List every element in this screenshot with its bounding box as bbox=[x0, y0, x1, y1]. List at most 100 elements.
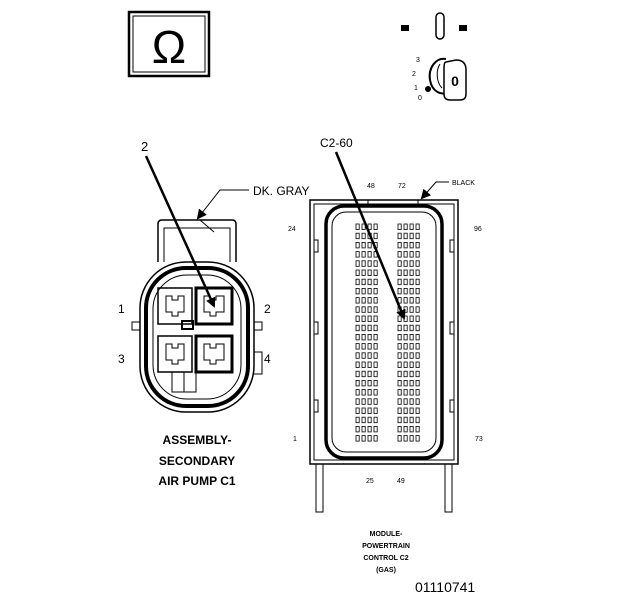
terminal-cavity bbox=[415, 287, 420, 295]
c1-color-label: DK. GRAY bbox=[253, 184, 309, 198]
terminal-cavity bbox=[361, 425, 366, 433]
terminal-cavity bbox=[409, 297, 414, 304]
terminal-cavity bbox=[403, 343, 408, 350]
terminal-cavity bbox=[361, 223, 366, 230]
terminal-cavity bbox=[367, 416, 372, 424]
terminal-cavity bbox=[415, 260, 420, 267]
terminal-cavity bbox=[409, 398, 414, 405]
c1-pin-2-label: 2 bbox=[264, 302, 271, 316]
terminal-cavity bbox=[367, 260, 372, 267]
terminal-cavity bbox=[355, 269, 360, 276]
terminal-cavity bbox=[373, 435, 378, 442]
terminal-cavity bbox=[361, 343, 366, 350]
terminal-cavity bbox=[403, 416, 408, 424]
terminal-cavity bbox=[409, 407, 414, 414]
terminal-cavity bbox=[361, 333, 366, 341]
terminal-cavity bbox=[403, 435, 408, 442]
terminal-cavity bbox=[355, 297, 360, 304]
terminal-cavity bbox=[397, 232, 402, 240]
terminal-cavity bbox=[409, 306, 414, 313]
terminal-cavity bbox=[415, 241, 420, 249]
terminal-cavity bbox=[415, 435, 420, 442]
terminal-cavity bbox=[409, 251, 414, 258]
terminal-cavity bbox=[367, 287, 372, 295]
terminal-cavity bbox=[409, 333, 414, 341]
terminal-cavity bbox=[361, 361, 366, 368]
terminal-cavity bbox=[397, 269, 402, 276]
terminal-cavity bbox=[409, 241, 414, 249]
terminal-cavity bbox=[367, 352, 372, 359]
c2-pin-25-label: 25 bbox=[366, 478, 374, 485]
terminal-cavity bbox=[415, 407, 420, 414]
c2-pin-73-label: 73 bbox=[475, 436, 483, 443]
terminal-cavity bbox=[361, 379, 366, 387]
terminal-cavity bbox=[361, 260, 366, 267]
terminal-cavity bbox=[355, 407, 360, 414]
c1-name-line-2: SECONDARY bbox=[159, 454, 235, 468]
terminal-cavity bbox=[355, 379, 360, 387]
terminal-cavity bbox=[403, 223, 408, 230]
terminal-cavity bbox=[355, 287, 360, 295]
terminal-cavity bbox=[367, 398, 372, 405]
terminal-cavity bbox=[409, 361, 414, 368]
terminal-cavity bbox=[373, 260, 378, 267]
terminal-cavity bbox=[355, 278, 360, 286]
c2-name-line-3: CONTROL C2 bbox=[363, 555, 408, 562]
c1-pin-3-label: 3 bbox=[118, 352, 125, 366]
switch-key-label: 0 bbox=[451, 73, 459, 89]
cavity-1 bbox=[157, 287, 193, 325]
terminal-cavity bbox=[373, 278, 378, 286]
terminal-cavity bbox=[367, 269, 372, 276]
terminal-cavity bbox=[355, 370, 360, 378]
terminal-cavity bbox=[415, 333, 420, 341]
c1-name-line-3: AIR PUMP C1 bbox=[158, 474, 235, 488]
terminal-cavity bbox=[361, 278, 366, 286]
terminal-cavity bbox=[361, 352, 366, 359]
terminal-cavity bbox=[409, 324, 414, 332]
c1-callout-pin: 2 bbox=[141, 139, 148, 154]
terminal-cavity bbox=[415, 278, 420, 286]
terminal-cavity bbox=[361, 287, 366, 295]
terminal-cavity bbox=[367, 425, 372, 433]
c2-name-line-1: MODULE- bbox=[370, 531, 403, 538]
terminal-cavity bbox=[373, 389, 378, 396]
terminal-cavity bbox=[397, 241, 402, 249]
terminal-cavity bbox=[403, 352, 408, 359]
terminal-cavity bbox=[355, 333, 360, 341]
terminal-cavity bbox=[397, 287, 402, 295]
terminal-cavity bbox=[397, 389, 402, 396]
terminal-cavity bbox=[361, 407, 366, 414]
terminal-cavity bbox=[403, 269, 408, 276]
c2-pin-24-label: 24 bbox=[288, 226, 296, 233]
terminal-cavity bbox=[355, 389, 360, 396]
terminal-cavity bbox=[409, 370, 414, 378]
terminal-cavity bbox=[409, 232, 414, 240]
c2-callout-arrow bbox=[334, 151, 406, 320]
terminal-cavity bbox=[409, 425, 414, 433]
terminal-cavity bbox=[397, 324, 402, 332]
terminal-cavity bbox=[403, 260, 408, 267]
terminal-cavity bbox=[373, 416, 378, 424]
terminal-cavity bbox=[403, 251, 408, 258]
terminal-cavity bbox=[403, 379, 408, 387]
terminal-cavity bbox=[367, 343, 372, 350]
terminal-cavity bbox=[361, 416, 366, 424]
terminal-cavity bbox=[355, 251, 360, 258]
c2-name-line-2: POWERTRAIN bbox=[362, 543, 410, 550]
terminal-cavity bbox=[367, 333, 372, 341]
figure-id: 01110741 bbox=[415, 579, 475, 595]
terminal-cavity bbox=[373, 398, 378, 405]
terminal-cavity bbox=[397, 251, 402, 258]
terminal-cavity bbox=[373, 379, 378, 387]
terminal-cavity bbox=[355, 398, 360, 405]
c2-pin-48-label: 48 bbox=[367, 183, 375, 190]
terminal-cavity bbox=[397, 343, 402, 350]
terminal-cavity bbox=[409, 287, 414, 295]
terminal-cavity bbox=[415, 389, 420, 396]
terminal-cavity bbox=[397, 370, 402, 378]
terminal-cavity bbox=[373, 223, 378, 230]
cavity-4 bbox=[194, 334, 234, 374]
terminal-cavity bbox=[415, 251, 420, 258]
terminal-cavity bbox=[415, 223, 420, 230]
